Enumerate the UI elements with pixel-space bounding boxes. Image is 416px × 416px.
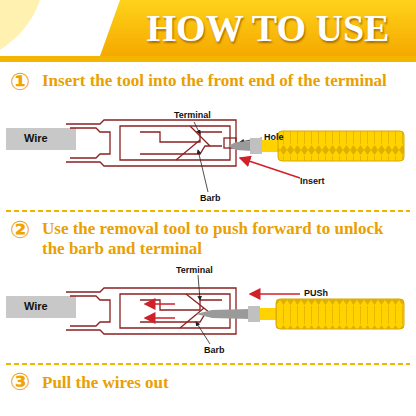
part-label: Barb bbox=[204, 345, 225, 355]
step-text: Insert the tool into the front end of th… bbox=[42, 71, 407, 91]
part-label: Barb bbox=[200, 193, 221, 203]
wire-label: Wire bbox=[24, 132, 48, 144]
banner-title: HOW TO USE bbox=[147, 6, 390, 50]
step-number: ① bbox=[10, 68, 30, 96]
part-label: Terminal bbox=[176, 265, 213, 275]
action-label: Insert bbox=[300, 176, 325, 186]
action-label: PUSh bbox=[304, 288, 328, 298]
step-number: ③ bbox=[10, 368, 30, 396]
wire-label: Wire bbox=[24, 300, 48, 312]
step-text: Use the removal tool to push forward to … bbox=[42, 219, 407, 260]
part-label: Hole bbox=[264, 132, 284, 142]
step-number: ② bbox=[10, 216, 30, 244]
step-text: Pull the wires out bbox=[42, 373, 407, 393]
part-label: Terminal bbox=[174, 110, 211, 120]
